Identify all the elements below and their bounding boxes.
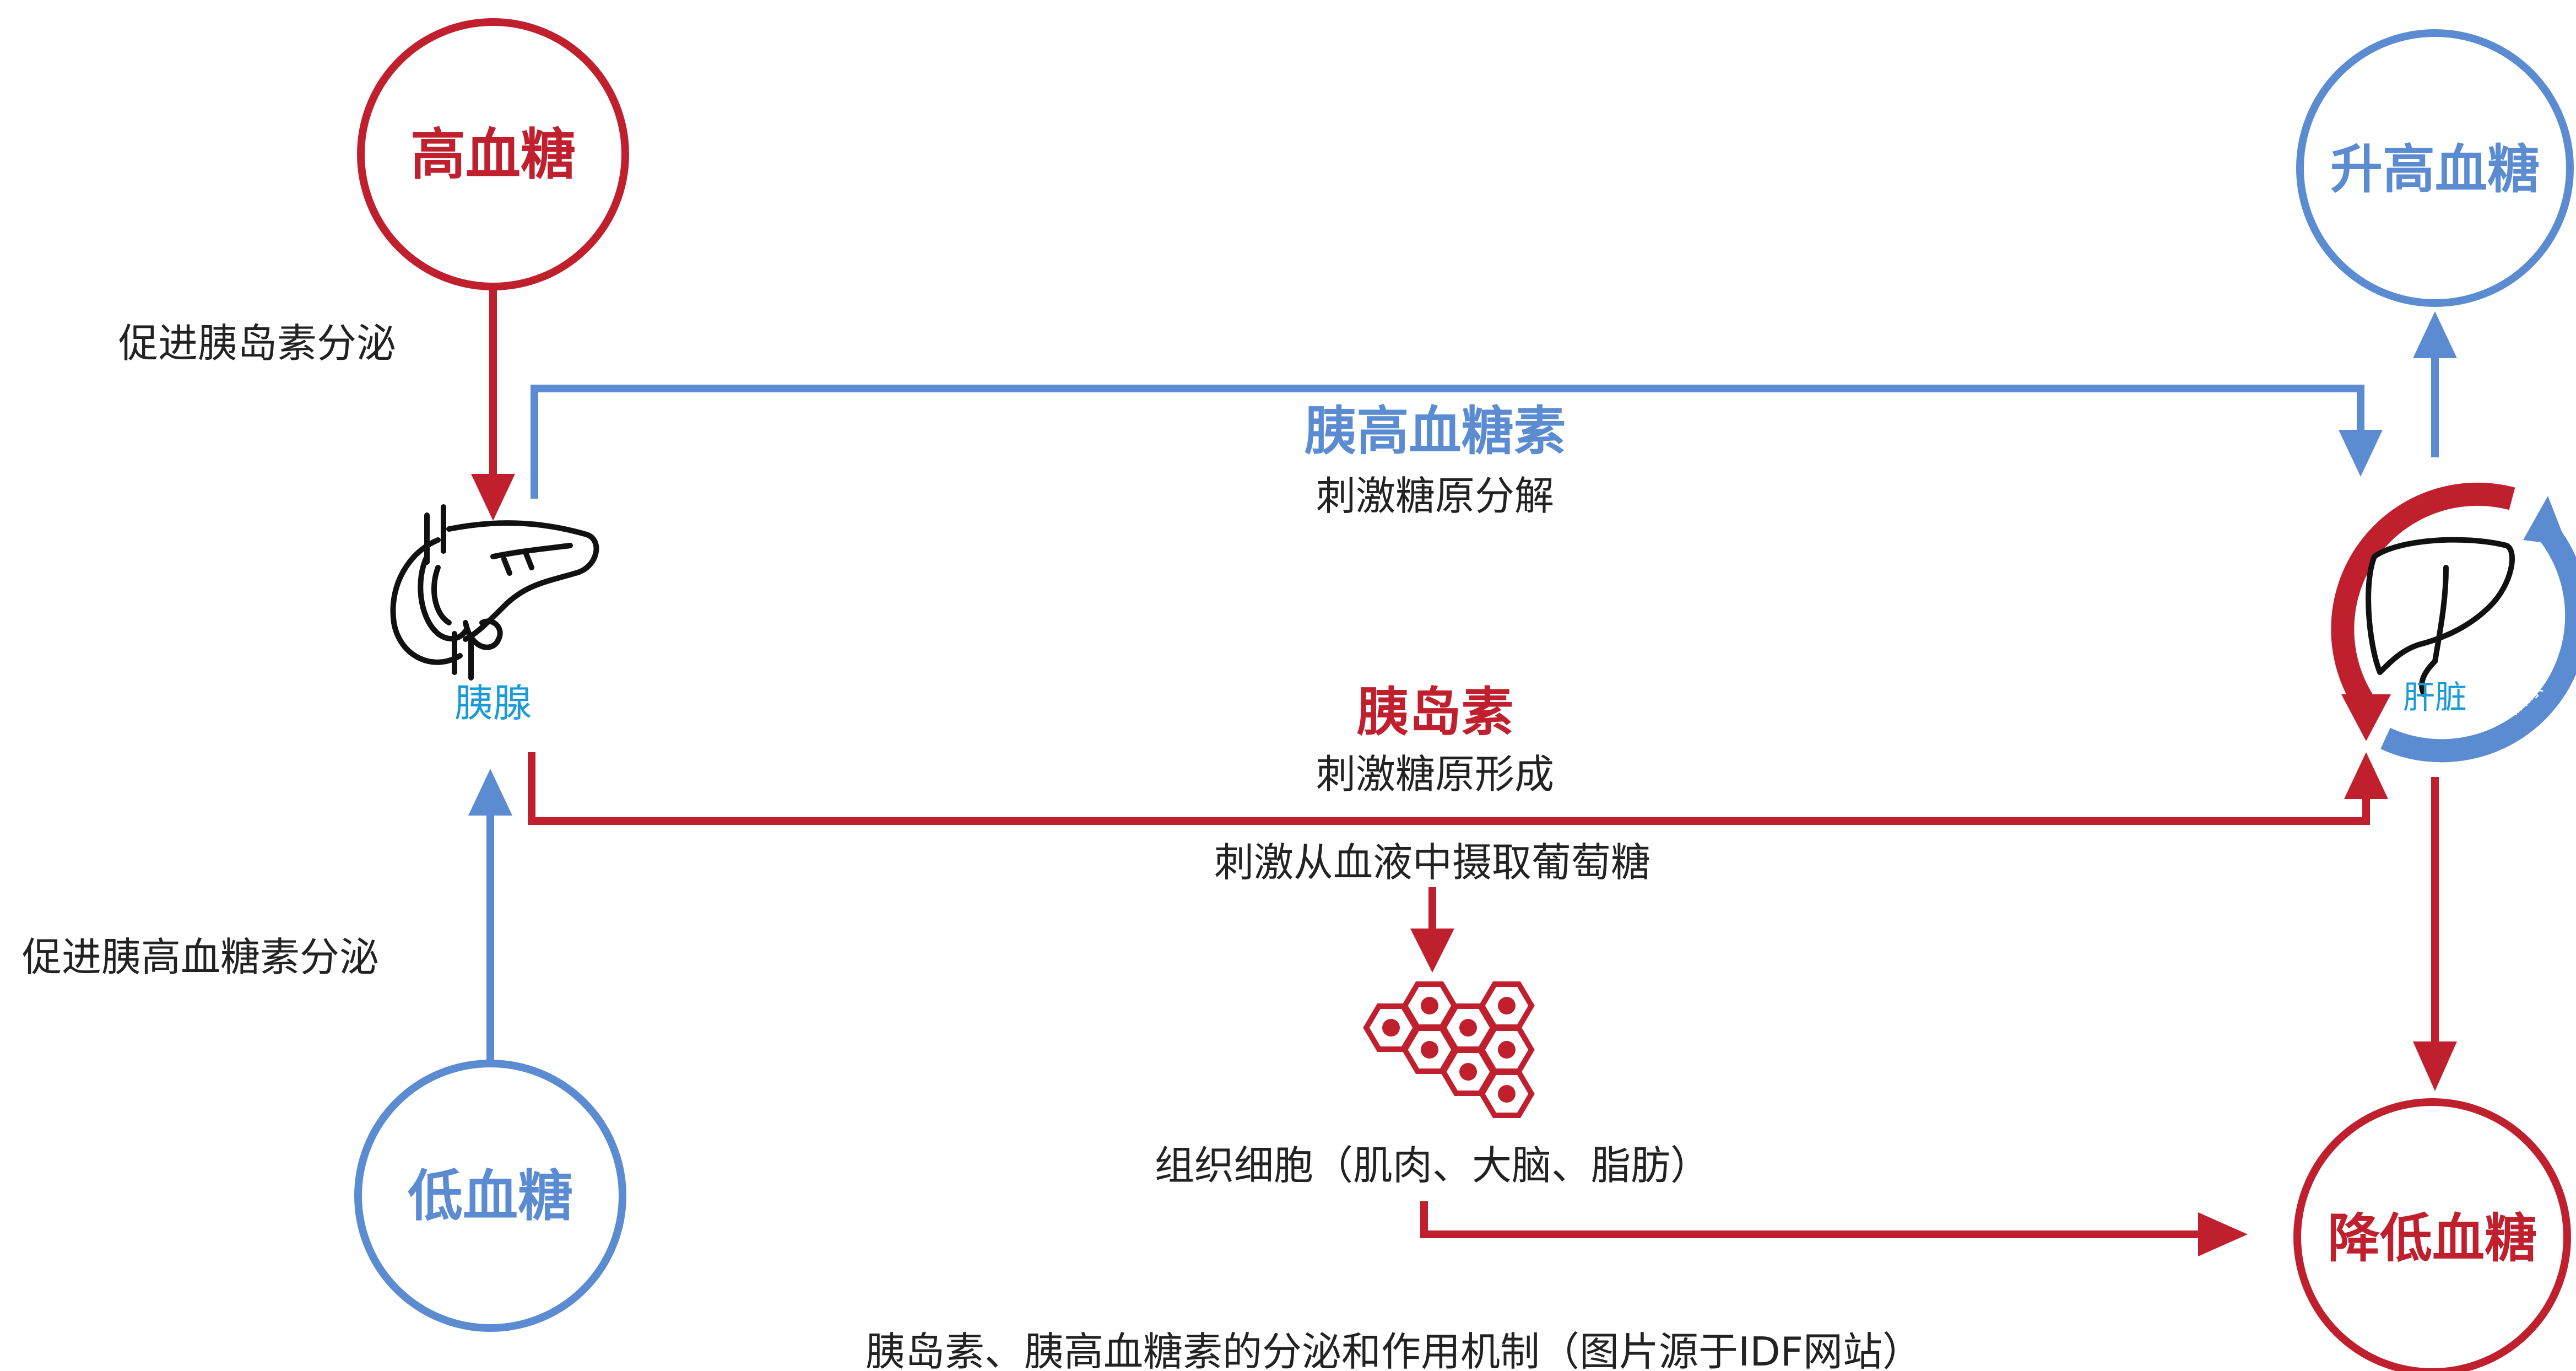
arrowhead-glucagon [2339, 430, 2383, 477]
low-glucose-node: 低血糖 [354, 1060, 626, 1332]
uptake-label: 刺激从血液中摄取葡萄糖 [1214, 839, 1650, 886]
arrow-tissue-to-lower [1420, 1201, 2209, 1238]
insulin-title: 胰岛素 [1356, 682, 1513, 743]
promote-insulin-label: 促进胰岛素分泌 [118, 320, 396, 366]
tissue-label: 组织细胞（肌肉、大脑、脂肪） [1155, 1142, 1710, 1189]
tissue-cell [1479, 1070, 1535, 1118]
arrowhead-liver-to-raise [2413, 311, 2457, 358]
promote-glucagon-label: 促进胰高血糖素分泌 [22, 934, 379, 980]
high-glucose-node: 高血糖 [357, 18, 629, 290]
glucagon-title: 胰高血糖素 [1304, 401, 1566, 462]
lower-glucose-label: 降低血糖 [2328, 1208, 2537, 1269]
tissue-cell [1440, 1048, 1496, 1096]
arrowhead-liver-to-lower [2413, 1041, 2457, 1091]
tissue-cell [1479, 981, 1535, 1030]
raise-glucose-node: 升高血糖 [2296, 29, 2574, 307]
arrowhead-tissue-to-lower [2198, 1212, 2248, 1256]
glucagon-desc: 刺激糖原分解 [1316, 473, 1554, 519]
cycle-sugar-label: 糖 [2347, 488, 2378, 520]
pancreas-label: 胰腺 [454, 681, 532, 726]
liver-cycle: 糖 糖原 [2331, 482, 2576, 763]
arrow-glucagon-path [531, 385, 2364, 499]
liver-label: 肝脏 [2403, 678, 2467, 716]
arrow-insulin-path [528, 752, 2370, 825]
tissue-cells-icon [1363, 981, 1535, 1118]
arrowhead-insulin [2344, 752, 2388, 799]
high-glucose-label: 高血糖 [410, 122, 576, 187]
insulin-desc: 刺激糖原形成 [1316, 751, 1554, 797]
liver-icon [2366, 537, 2515, 697]
lower-glucose-node: 降低血糖 [2293, 1098, 2571, 1371]
low-glucose-label: 低血糖 [408, 1164, 573, 1228]
pancreas-icon [390, 504, 599, 681]
raise-glucose-label: 升高血糖 [2330, 139, 2540, 200]
tissue-cell [1479, 1025, 1535, 1074]
arrowhead-high-to-pancreas [471, 474, 515, 521]
figure-caption: 胰岛素、胰高血糖素的分泌和作用机制（图片源于IDF网站） [865, 1329, 1922, 1371]
arrowhead-uptake [1410, 929, 1454, 973]
arrowhead-low-to-pancreas [468, 769, 512, 816]
